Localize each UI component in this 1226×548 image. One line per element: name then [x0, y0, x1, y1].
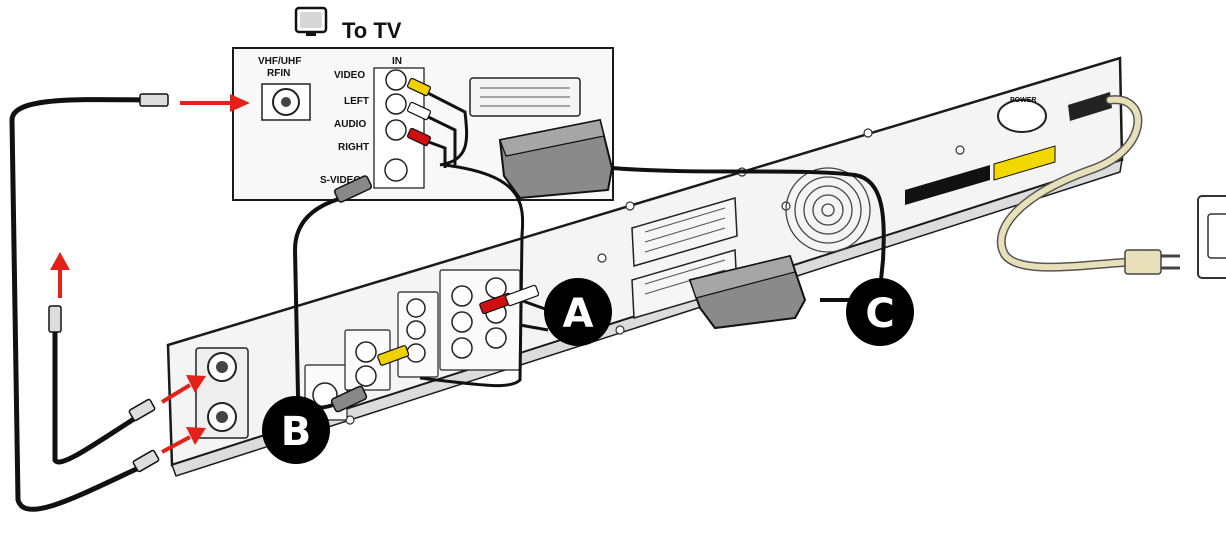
recorder-rf-connectors: [195, 347, 249, 439]
arrow-to-tv-rf-icon: [180, 94, 250, 112]
power-socket: POWER: [997, 92, 1112, 133]
tv-audio-right-jack[interactable]: [385, 119, 407, 141]
warning-labels: [905, 145, 1056, 205]
right-label: RIGHT: [338, 142, 369, 153]
arrow-up-icon: [50, 252, 70, 298]
rf-label-line2: RFIN: [267, 68, 290, 79]
tv-video-jack[interactable]: [385, 69, 407, 91]
antenna-rf-cable: [48, 305, 160, 473]
audio-label: AUDIO: [334, 119, 366, 130]
scart-plug-recorder: [688, 254, 807, 330]
tv-audio-left-jack[interactable]: [385, 93, 407, 115]
callout-b-label: B: [281, 409, 312, 455]
wall-outlet: [1197, 195, 1226, 279]
callout-a: A: [544, 278, 612, 346]
power-cord: [996, 95, 1180, 275]
arrow-to-rf-in-icon: [160, 375, 206, 404]
callout-c-label: C: [865, 291, 894, 337]
arrow-to-rf-out-icon: [161, 427, 206, 454]
panel-screws: [345, 128, 965, 425]
rf-label-line1: VHF/UHF: [258, 56, 301, 67]
fan-grille: [785, 167, 871, 253]
tv-icon: [294, 6, 328, 36]
svideo-label: S-VIDEO: [320, 175, 361, 186]
video-label: VIDEO: [334, 70, 365, 81]
to-tv-title: To TV: [342, 18, 402, 43]
scart-plug-tv: [498, 118, 614, 200]
av-cable: [377, 77, 549, 388]
callout-a-label: A: [563, 291, 594, 337]
power-label: POWER: [1010, 97, 1036, 104]
left-label: LEFT: [344, 96, 369, 107]
in-label: IN: [392, 56, 402, 67]
callout-c: C: [846, 278, 914, 346]
rf-cable-to-tv: [9, 93, 169, 512]
tv-svideo-jack[interactable]: [384, 158, 408, 182]
callout-b: B: [262, 396, 330, 464]
direction-arrows: [50, 94, 250, 454]
